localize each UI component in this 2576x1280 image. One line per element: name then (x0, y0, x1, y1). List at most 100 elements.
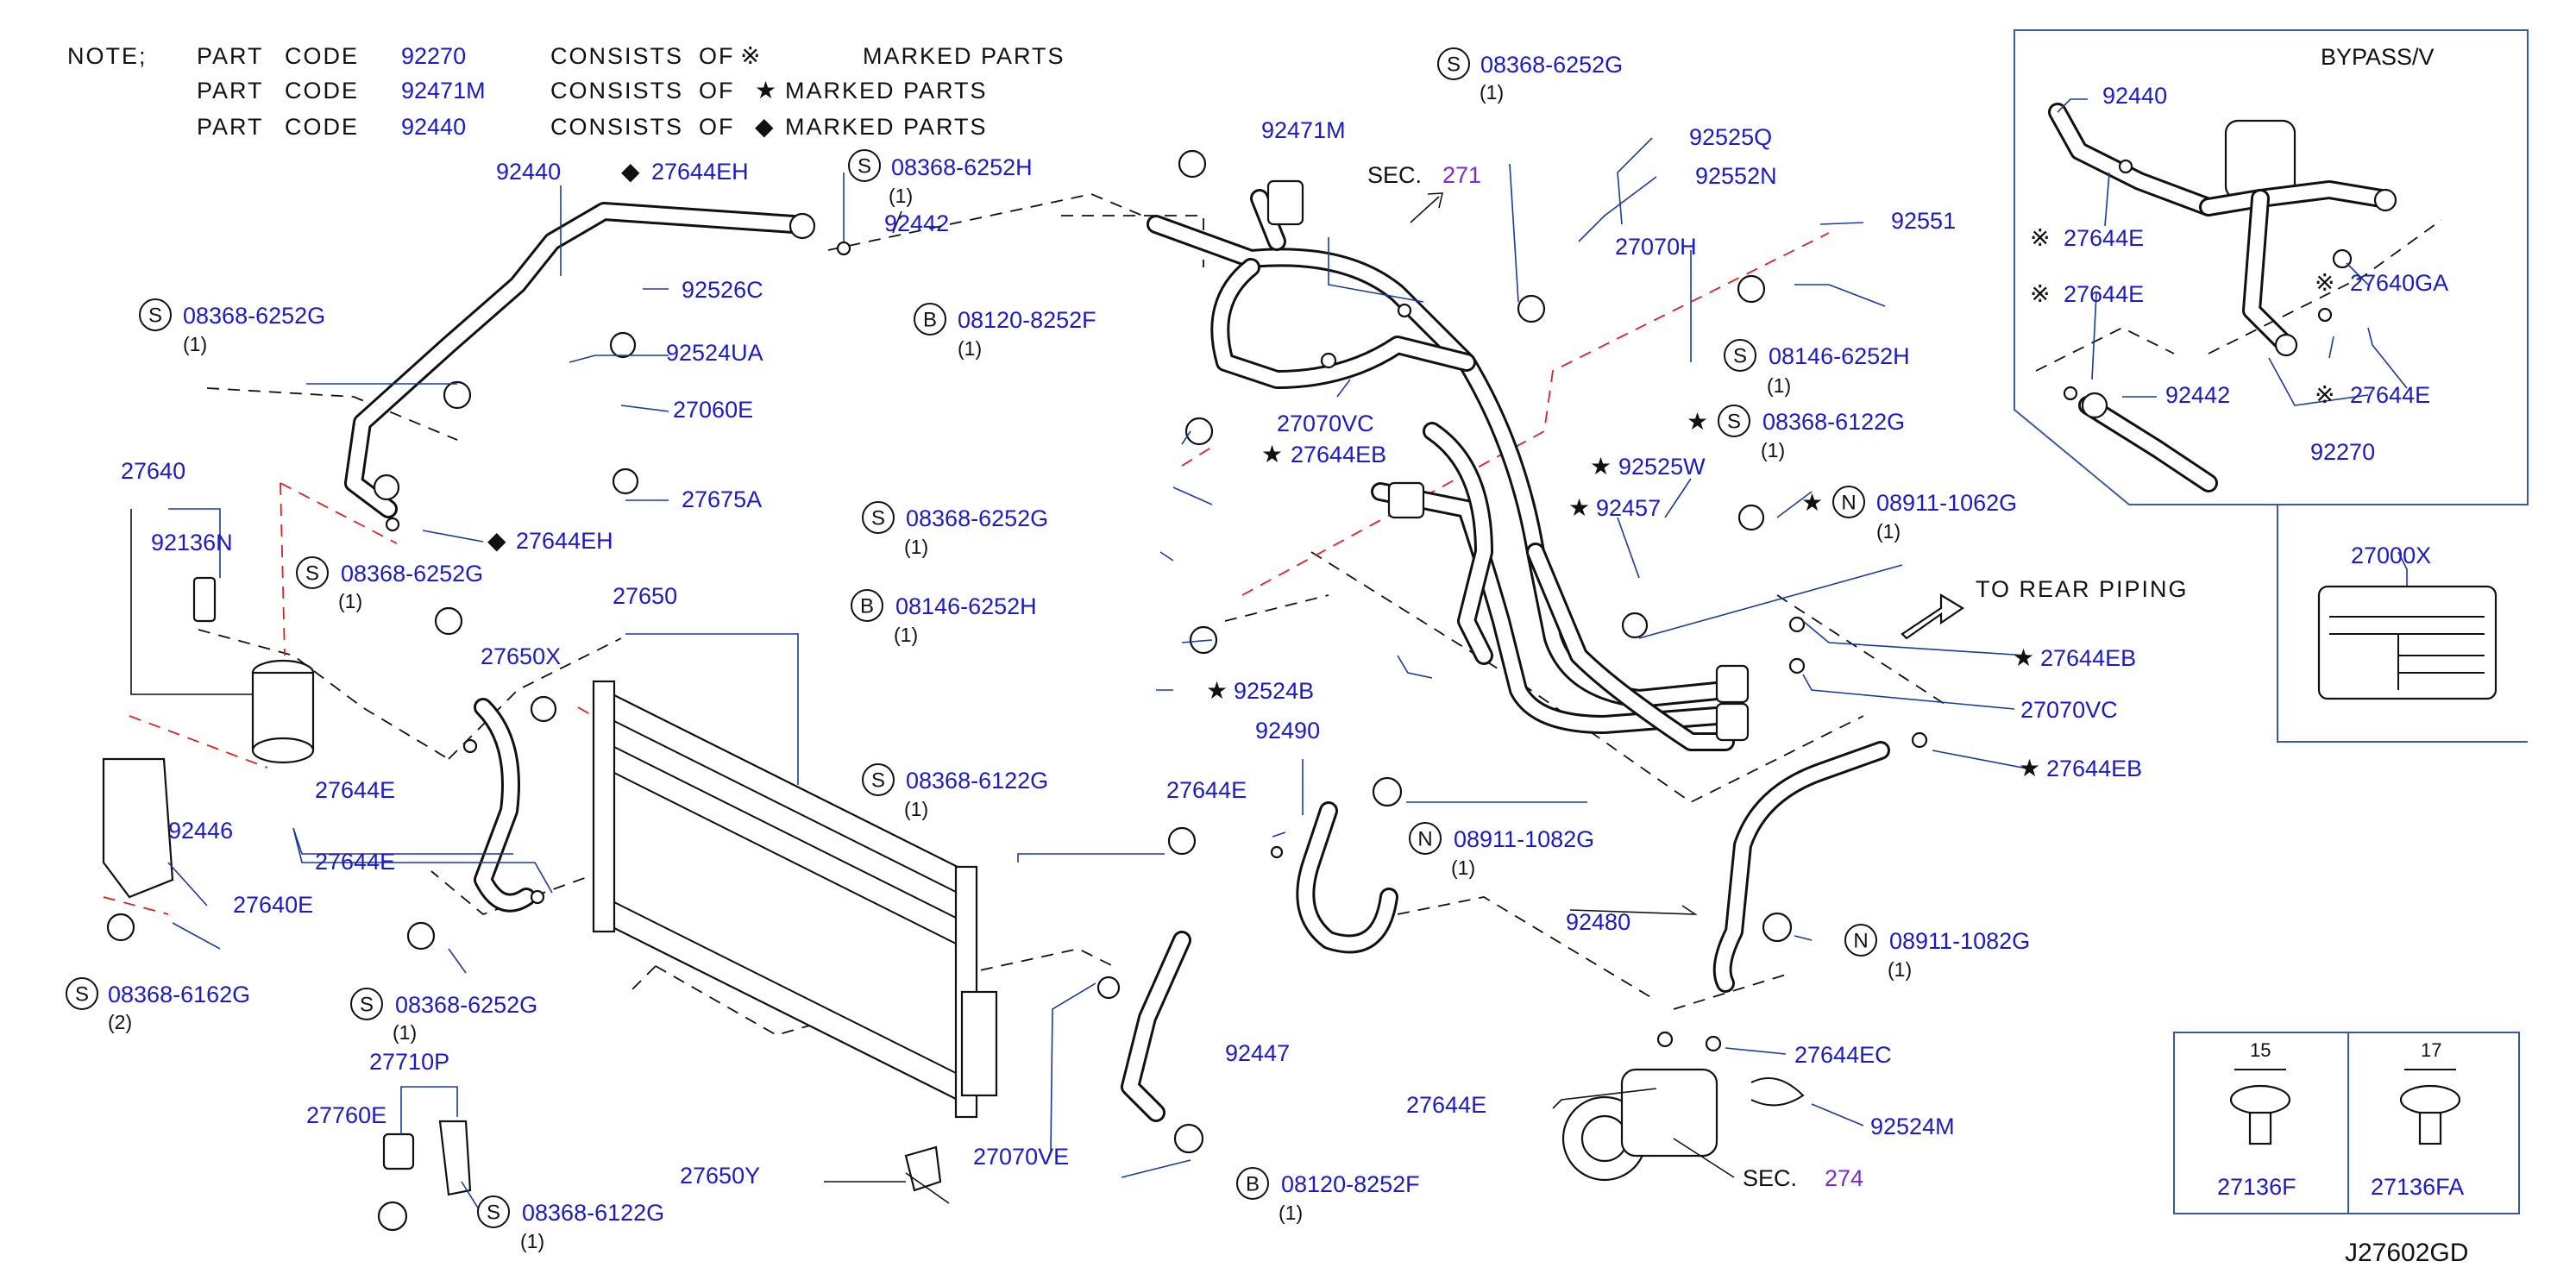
label-27644E[interactable]: 27644E (1166, 777, 1247, 803)
label-08368-6122G[interactable]: 08368-6122G (522, 1200, 664, 1226)
bracket-27640E[interactable] (102, 757, 174, 899)
label-92440[interactable]: 92440 (496, 159, 561, 185)
label-27644EB[interactable]: 27644EB (2046, 756, 2142, 781)
label-27136F[interactable]: 27136F (2217, 1174, 2296, 1200)
label-27650X[interactable]: 27650X (481, 643, 561, 669)
label-08120-8252F[interactable]: 08120-8252F (958, 307, 1096, 333)
label-92136N[interactable]: 92136N (151, 530, 233, 555)
label-92525W[interactable]: 92525W (1618, 454, 1706, 480)
label-08368-6252G[interactable]: 08368-6252G (341, 561, 483, 587)
label-08368-6252G[interactable]: 08368-6252G (395, 992, 537, 1018)
condenser-27650[interactable] (592, 680, 998, 1119)
label-08911-1062G[interactable]: 08911-1062G (1876, 490, 2017, 516)
label-92525Q[interactable]: 92525Q (1689, 124, 1772, 150)
o-ring (2118, 159, 2133, 174)
label-08120-8252F[interactable]: 08120-8252F (1281, 1171, 1420, 1197)
label-08146-6252H[interactable]: 08146-6252H (895, 593, 1037, 619)
label-27644EB[interactable]: 27644EB (2040, 645, 2136, 671)
pipe-92440[interactable] (344, 202, 816, 518)
note-code-92471M[interactable]: 92471M (401, 78, 486, 104)
label-08368-6162G[interactable]: 08368-6162G (108, 982, 250, 1007)
label-92442[interactable]: 92442 (884, 210, 949, 236)
label-08368-6122G[interactable]: 08368-6122G (906, 768, 1048, 794)
label-27640E[interactable]: 27640E (233, 892, 313, 918)
label-08911-1082G[interactable]: 08911-1082G (1889, 928, 2030, 954)
label-08368-6252G[interactable]: 08368-6252G (1480, 52, 1623, 78)
label-27644E[interactable]: 27644E (315, 849, 395, 875)
note-code-word: CODE (285, 43, 359, 69)
bushing-27650Y[interactable] (904, 1145, 942, 1192)
pipe-92446[interactable] (474, 698, 536, 913)
bypass-label-27640GA[interactable]: 27640GA (2350, 270, 2448, 296)
label-27760E[interactable]: 27760E (306, 1102, 386, 1128)
star-mark-icon: ★ (1590, 452, 1612, 480)
label-08368-6252G[interactable]: 08368-6252G (906, 505, 1048, 531)
label-27070VC[interactable]: 27070VC (2020, 697, 2118, 723)
bypass-label-27644E[interactable]: 27644E (2064, 281, 2144, 307)
bypass-label-92440[interactable]: 92440 (2102, 83, 2167, 109)
label-08368-6252H[interactable]: 08368-6252H (891, 154, 1033, 180)
label-08368-6252G[interactable]: 08368-6252G (183, 303, 325, 329)
bypass-label-92270[interactable]: 92270 (2310, 439, 2375, 465)
note-part-word: PART (197, 78, 264, 104)
pipe-92490[interactable] (1296, 801, 1398, 954)
label-27000X[interactable]: 27000X (2351, 543, 2431, 568)
label-92524M[interactable]: 92524M (1870, 1114, 1955, 1139)
label-27650Y[interactable]: 27650Y (680, 1163, 760, 1189)
clip-92524M[interactable] (1750, 1077, 1805, 1107)
bypass-label-27644E[interactable]: 27644E (2064, 225, 2144, 251)
label-27070VE[interactable]: 27070VE (973, 1144, 1069, 1170)
label-27640[interactable]: 27640 (121, 458, 185, 484)
label-92552N[interactable]: 92552N (1695, 163, 1777, 189)
clip-27136FA[interactable]: 17 (2399, 1039, 2461, 1145)
label-27644EB[interactable]: 27644EB (1291, 442, 1386, 467)
pipe-92471M-assembly[interactable] (1147, 179, 1750, 751)
note-code-92270[interactable]: 92270 (401, 43, 466, 69)
bypass-label-27644E[interactable]: 27644E (2350, 382, 2430, 408)
sec-271-link[interactable]: 271 (1442, 162, 1481, 188)
compressor-sec-274[interactable] (1561, 1068, 1718, 1182)
label-27710P[interactable]: 27710P (369, 1049, 449, 1075)
label-92446[interactable]: 92446 (168, 818, 233, 844)
bypass-label-92442[interactable]: 92442 (2165, 382, 2230, 408)
label-92524UA[interactable]: 92524UA (666, 340, 763, 366)
label-92524B[interactable]: 92524B (1234, 678, 1314, 704)
pipe-92480[interactable] (1712, 741, 1890, 993)
label-08368-6122G[interactable]: 08368-6122G (1762, 409, 1905, 435)
star-mark-icon: ★ (2019, 754, 2040, 782)
label-27675A[interactable]: 27675A (682, 486, 762, 512)
label-27644E[interactable]: 27644E (1406, 1092, 1486, 1118)
receiver-drier-27640[interactable] (251, 659, 315, 764)
label-27644EC[interactable]: 27644EC (1794, 1042, 1892, 1068)
label-27070H[interactable]: 27070H (1615, 234, 1697, 260)
label-27644EH[interactable]: 27644EH (516, 528, 613, 554)
label-92526C[interactable]: 92526C (682, 277, 763, 303)
label-27644EH[interactable]: 27644EH (651, 159, 749, 185)
s-symbol-icon: S (75, 983, 89, 1007)
sensor-27760E[interactable] (382, 1133, 415, 1170)
label-92447[interactable]: 92447 (1225, 1040, 1290, 1066)
pipe-92447[interactable] (1121, 931, 1191, 1122)
label-92490[interactable]: 92490 (1255, 718, 1320, 744)
label-08911-1082G[interactable]: 08911-1082G (1454, 826, 1594, 852)
label-27644E[interactable]: 27644E (315, 777, 395, 803)
bracket-27710P[interactable] (438, 1120, 472, 1196)
bypass-pipe-92270[interactable] (2048, 103, 2397, 493)
label-27060E[interactable]: 27060E (673, 397, 753, 423)
pressure-switch-92136N[interactable] (192, 576, 217, 623)
label-92471M[interactable]: 92471M (1261, 117, 1346, 143)
sec-274-link[interactable]: 274 (1825, 1165, 1863, 1191)
label-92551[interactable]: 92551 (1891, 208, 1956, 234)
s-symbol-icon (296, 556, 329, 589)
arrow-icon (1410, 192, 1444, 223)
clip-27136F[interactable]: 15 (2229, 1039, 2291, 1145)
note-code-92440[interactable]: 92440 (401, 114, 466, 140)
label-92457[interactable]: 92457 (1596, 495, 1661, 521)
label-08146-6252H[interactable]: 08146-6252H (1769, 343, 1910, 369)
label-27070VC[interactable]: 27070VC (1277, 411, 1374, 436)
label-27136FA[interactable]: 27136FA (2371, 1174, 2464, 1200)
o-ring (1096, 976, 1121, 1000)
label-92480[interactable]: 92480 (1566, 909, 1630, 935)
label-27650[interactable]: 27650 (613, 583, 677, 609)
